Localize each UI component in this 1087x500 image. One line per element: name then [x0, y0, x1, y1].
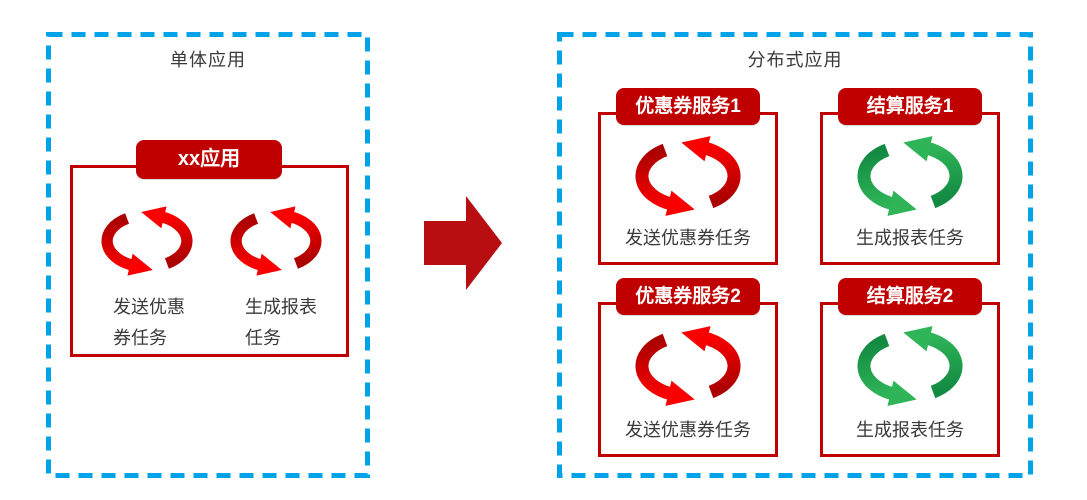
red-sync-icon	[627, 321, 749, 411]
green-sync-icon	[849, 321, 971, 411]
service-badge: 优惠券服务2	[616, 278, 760, 315]
task-label-send-coupon: 发送优惠 券任务	[113, 292, 185, 354]
service-box-settlement-2: 结算服务2 生成报表任务	[820, 278, 1000, 457]
service-badge: 结算服务1	[838, 88, 982, 125]
service-box-settlement-1: 结算服务1 生成报表任务	[820, 88, 1000, 265]
app-badge: xx应用	[136, 140, 282, 179]
monolith-panel: 单体应用 发送优惠 券任务 生成报表 任务 xx应用	[46, 32, 370, 478]
service-box-coupon-2: 优惠券服务2 发送优惠券任务	[598, 278, 778, 457]
task-label-line: 发送优惠	[113, 297, 185, 317]
task-label-line: 券任务	[113, 328, 167, 348]
red-sync-icon	[224, 200, 328, 282]
red-sync-icon	[627, 131, 749, 221]
monolith-panel-title: 单体应用	[170, 50, 246, 70]
distributed-panel-title: 分布式应用	[747, 50, 843, 70]
right-block-arrow-icon	[424, 196, 502, 290]
service-task-label: 生成报表任务	[856, 420, 964, 440]
service-badge: 优惠券服务1	[616, 88, 760, 125]
red-sync-icon	[95, 200, 199, 282]
distributed-panel: 分布式应用 优惠券服务1 发送优惠券任务 结算服务1 生成报表任务 优惠券服务2…	[557, 32, 1033, 478]
service-task-label: 发送优惠券任务	[625, 420, 751, 440]
task-label-line: 任务	[245, 328, 281, 348]
green-sync-icon	[849, 131, 971, 221]
dashed-border	[557, 32, 1033, 478]
service-badge: 结算服务2	[838, 278, 982, 315]
task-label-line: 生成报表	[245, 297, 317, 317]
service-box-coupon-1: 优惠券服务1 发送优惠券任务	[598, 88, 778, 265]
app-box: 发送优惠 券任务 生成报表 任务	[70, 165, 349, 357]
task-label-generate-report: 生成报表 任务	[245, 292, 317, 354]
service-task-label: 发送优惠券任务	[625, 228, 751, 248]
service-task-label: 生成报表任务	[856, 228, 964, 248]
dashed-border	[46, 32, 370, 478]
